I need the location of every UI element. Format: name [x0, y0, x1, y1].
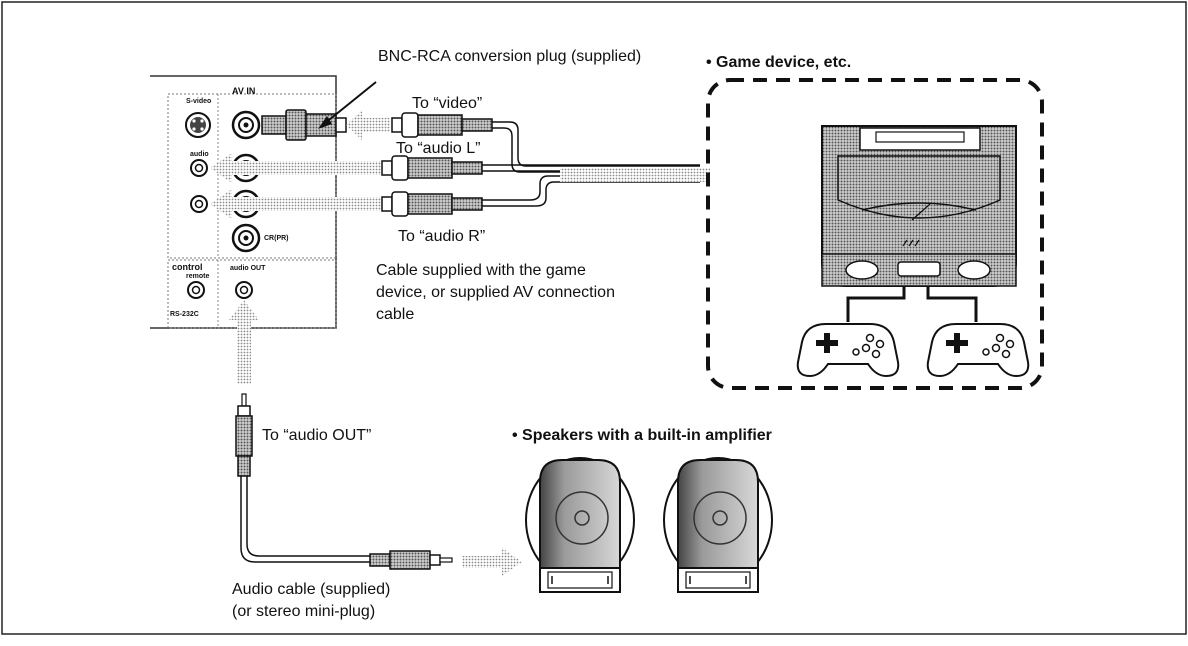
- panel-label-audio-out: audio OUT: [230, 265, 266, 272]
- label-speakers: • Speakers with a built-in amplifier: [512, 427, 772, 444]
- panel-label-av-in: AV IN: [232, 86, 256, 96]
- game-console: [821, 125, 1017, 287]
- audio-l-jack: [190, 159, 208, 177]
- speaker-right: [663, 457, 773, 593]
- speaker-flow-arrow: [462, 548, 522, 576]
- controller-cords: [846, 286, 978, 322]
- bnc-video-jack: [231, 110, 261, 140]
- s-video-jack: [185, 112, 211, 138]
- audio-out-flow-arrow: [229, 300, 259, 384]
- speaker-left: [525, 457, 635, 593]
- label-to-audio-r: To “audio R”: [398, 228, 486, 245]
- game-device-dashed-box: [706, 78, 1044, 390]
- label-cable-line-1: Cable supplied with the game: [376, 262, 586, 279]
- label-to-video: To “video”: [412, 95, 483, 112]
- game-device-flow-arrow: [560, 168, 710, 182]
- label-game-device: • Game device, etc.: [706, 54, 852, 71]
- diagram-frame: [1, 1, 1187, 635]
- panel-label-rs232c: RS-232C: [170, 311, 199, 318]
- panel-label-s-video: S-video: [186, 98, 212, 105]
- bnc-rca-adapter: [261, 109, 347, 141]
- label-to-audio-out: To “audio OUT”: [262, 427, 372, 444]
- audio-cable: [240, 476, 370, 563]
- label-cable-line-2: device, or supplied AV connection: [376, 284, 615, 301]
- mini-plug-vertical: [235, 393, 253, 477]
- signal-flow-arrows: [210, 110, 390, 219]
- panel-label-remote: remote: [186, 273, 210, 280]
- panel-label-cr-pr: CR(PR): [264, 235, 289, 242]
- label-to-audio-l: To “audio L”: [396, 140, 481, 157]
- audio-r-jack: [190, 195, 208, 213]
- label-bnc-rca-plug: BNC-RCA conversion plug (supplied): [378, 48, 642, 65]
- bnc-cr-pr-jack: [231, 223, 261, 253]
- audio-out-jack: [235, 281, 253, 299]
- panel-label-control: control: [172, 262, 203, 272]
- panel-label-audio: audio: [190, 151, 209, 158]
- rca-plug-audio-l: [381, 155, 483, 181]
- label-cable-line-3: cable: [376, 306, 415, 323]
- label-audio-cable-line-1: Audio cable (supplied): [232, 581, 391, 598]
- adapter-leader-arrow: [318, 81, 377, 129]
- remote-jack: [187, 281, 205, 299]
- label-audio-cable-line-2: (or stereo mini-plug): [232, 603, 376, 620]
- av-cable-bundle: [482, 121, 700, 207]
- controller-left: [796, 323, 900, 378]
- rca-plug-audio-r: [381, 191, 483, 217]
- mini-plug-horizontal: [369, 550, 453, 570]
- controller-right: [926, 323, 1030, 378]
- rca-plug-video: [391, 112, 493, 138]
